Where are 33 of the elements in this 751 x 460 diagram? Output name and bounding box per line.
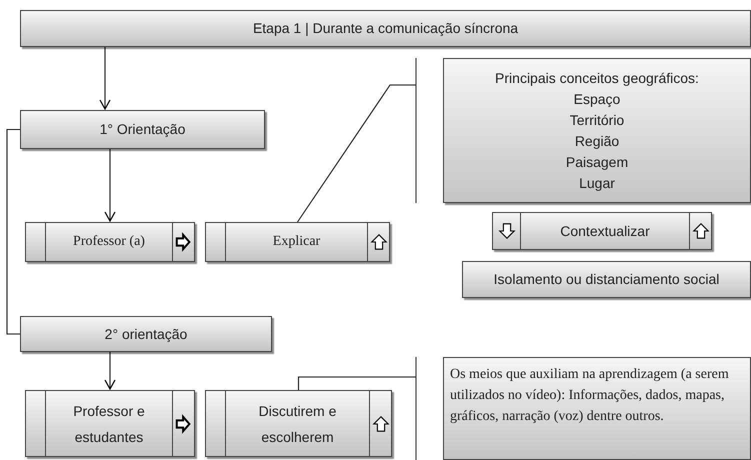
process-box: [462, 261, 751, 298]
text-box: [443, 357, 751, 460]
process-box: [20, 110, 265, 149]
text-box: [443, 58, 751, 203]
box-label: Região: [574, 132, 620, 151]
process-box: [492, 212, 712, 250]
box-label: Paisagem: [566, 152, 628, 172]
box-heading: Principais conceitos geográficos:: [495, 68, 699, 88]
arrow: [104, 149, 116, 222]
box-label: 2° orientação: [104, 324, 188, 344]
box-label: Contextualizar: [560, 222, 650, 241]
process-box: [20, 10, 751, 47]
arrow: [99, 47, 111, 110]
connector-line: [6, 128, 20, 335]
box-label: Discutirem e escolherem: [258, 402, 338, 446]
box-label: Os meios que auxiliam na aprendizagem (a serem utilizados no vídeo): Informações, dados, mapas, gráficos, narração (voz) dentre outros.: [450, 366, 730, 426]
box-label: Território: [570, 110, 624, 130]
box-label: Lugar: [579, 174, 615, 193]
arrow: [104, 352, 116, 390]
box-label: Explicar: [272, 233, 320, 251]
box-label: Professor (a): [73, 233, 145, 251]
leader-line: [298, 376, 416, 390]
box-label: 1° Orientação: [100, 120, 186, 139]
process-box: [25, 222, 195, 262]
process-box: [205, 390, 392, 457]
process-box: [25, 390, 195, 457]
box-label: Etapa 1 | Durante a comunicação síncrona: [252, 19, 518, 38]
box-label: Isolamento ou distanciamento social: [494, 270, 720, 289]
leader-line: [297, 84, 416, 222]
box-label: Espaço: [574, 90, 620, 109]
process-box: [20, 316, 272, 352]
box-label: Professor e estudantes: [72, 402, 146, 446]
process-box: [205, 222, 390, 262]
